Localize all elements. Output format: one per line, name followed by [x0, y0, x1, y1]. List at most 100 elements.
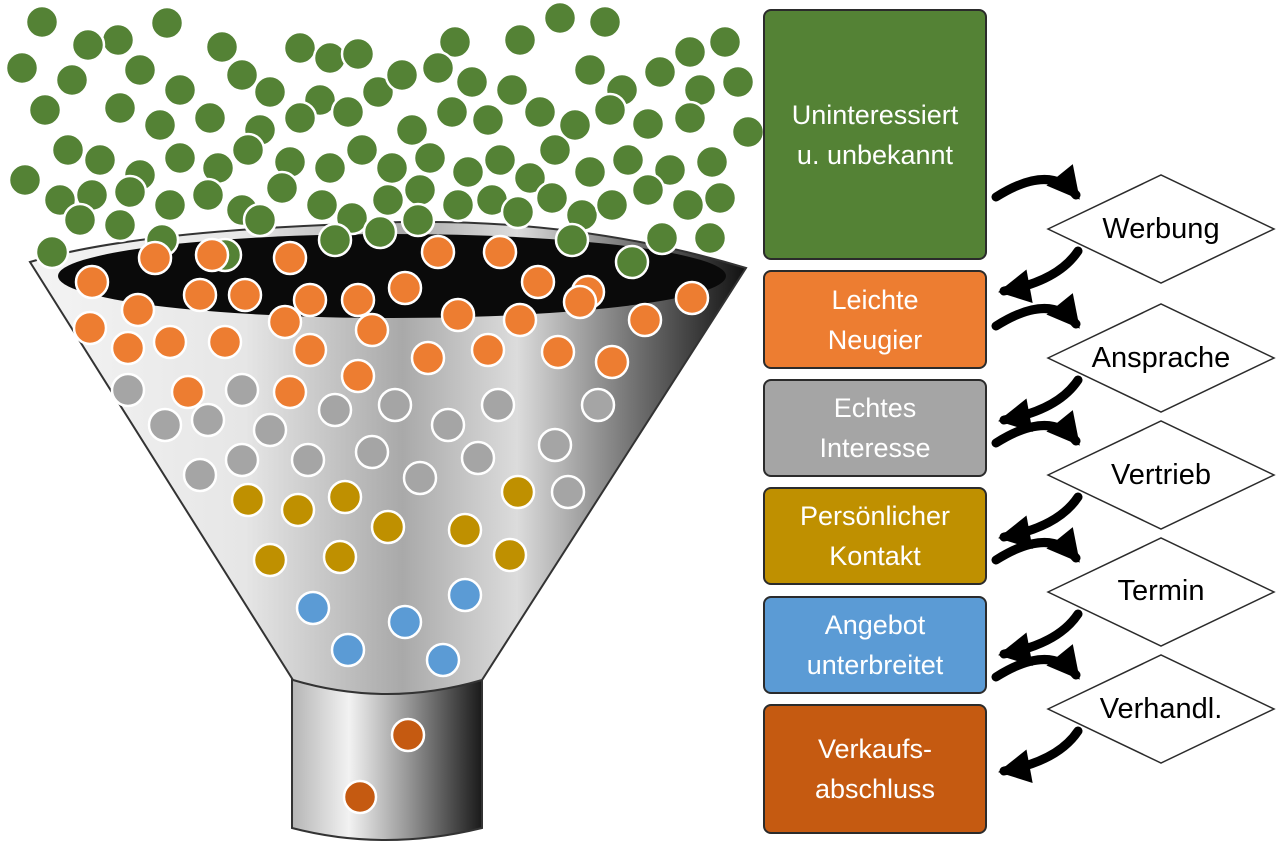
lead-dot-green — [610, 142, 646, 178]
lead-dot-orange — [482, 234, 518, 270]
step-diamond-3 — [1046, 420, 1276, 530]
lead-dot-orange — [272, 240, 308, 276]
lead-dot-green — [542, 0, 578, 36]
lead-dot-orange — [292, 332, 328, 368]
lead-dot-orange — [74, 264, 110, 300]
lead-dot-orange — [387, 270, 423, 306]
lead-dot-orange — [420, 234, 456, 270]
funnel-spout — [291, 667, 483, 841]
lead-dot-gray — [182, 457, 218, 493]
lead-dot-green — [282, 30, 318, 66]
lead-dot-green — [362, 214, 398, 250]
lead-dot-green — [692, 220, 728, 256]
stage-label-uninteressiert: Uninteressiert u. unbekannt — [791, 99, 959, 170]
lead-dot-green — [702, 180, 738, 216]
lead-dot-green — [102, 207, 138, 243]
lead-dot-green — [82, 142, 118, 178]
lead-dot-green — [440, 187, 476, 223]
lead-dot-blue — [330, 632, 366, 668]
lead-dot-gold — [500, 474, 536, 510]
lead-dot-green — [642, 54, 678, 90]
arrow-out-1 — [991, 164, 1081, 202]
lead-dot-orange — [502, 302, 538, 338]
lead-dot-green — [7, 162, 43, 198]
lead-dot-green — [450, 154, 486, 190]
lead-dot-green — [24, 4, 60, 40]
arrow-in-3 — [998, 492, 1083, 549]
lead-dot-green — [512, 160, 548, 196]
arrow-in-4 — [998, 609, 1083, 666]
stage-label-verkaufsabschluss: Verkaufs- abschluss — [814, 734, 936, 804]
lead-dot-green — [142, 107, 178, 143]
lead-dot-green — [644, 220, 680, 256]
lead-dot-orange — [410, 340, 446, 376]
lead-dot-gold — [230, 482, 266, 518]
lead-dot-gold — [492, 537, 528, 573]
arrow-out-2 — [991, 293, 1081, 331]
lead-dot-orange — [627, 302, 663, 338]
lead-dot-green — [394, 112, 430, 148]
lead-dot-blue — [387, 604, 423, 640]
step-label-werbung: Werbung — [1102, 213, 1220, 245]
lead-dot-darkorange — [342, 779, 378, 815]
lead-dot-gray — [580, 387, 616, 423]
lead-dot-blue — [425, 642, 461, 678]
lead-dot-green — [694, 144, 730, 180]
lead-dot-orange — [540, 334, 576, 370]
lead-dot-green — [282, 100, 318, 136]
lead-dot-green — [312, 150, 348, 186]
lead-dot-green — [494, 72, 530, 108]
lead-dot-gray — [224, 442, 260, 478]
lead-dot-gray — [550, 474, 586, 510]
lead-dot-orange — [340, 358, 376, 394]
step-label-termin: Termin — [1117, 575, 1205, 607]
step-label-verhandl: Verhandl. — [1099, 693, 1223, 725]
stage-box-uninteressiert: Uninteressiert u. unbekannt — [763, 9, 987, 260]
lead-dot-green — [252, 74, 288, 110]
lead-dot-gold — [322, 539, 358, 575]
lead-dot-gray — [537, 427, 573, 463]
lead-dot-orange — [292, 282, 328, 318]
step-diamond-5 — [1046, 654, 1276, 764]
lead-dot-gray — [317, 392, 353, 428]
lead-dot-green — [554, 222, 590, 258]
lead-dot-green — [434, 94, 470, 130]
lead-dot-green — [224, 57, 260, 93]
lead-dot-green — [54, 62, 90, 98]
stage-label-echtes-interesse: Echtes Interesse — [819, 393, 931, 463]
lead-dot-gray — [377, 387, 413, 423]
stage-label-angebot-unterbreitet: Angebot unterbreitet — [806, 610, 944, 680]
lead-dot-green — [652, 152, 688, 188]
lead-dot-green — [384, 57, 420, 93]
stage-box-echtes-interesse: Echtes Interesse — [763, 379, 987, 477]
lead-dot-orange — [674, 280, 710, 316]
lead-dot-blue — [447, 577, 483, 613]
lead-dot-orange — [152, 324, 188, 360]
lead-dot-green — [522, 94, 558, 130]
lead-dots — [4, 0, 766, 815]
lead-dot-orange — [520, 264, 556, 300]
lead-dot-green — [572, 154, 608, 190]
lead-dot-green — [190, 177, 226, 213]
lead-dot-green — [672, 34, 708, 70]
lead-dot-green — [630, 106, 666, 142]
lead-dot-gray — [480, 387, 516, 423]
lead-dot-orange — [207, 324, 243, 360]
lead-dot-blue — [295, 590, 331, 626]
lead-dot-green — [630, 172, 666, 208]
lead-dot-gray — [354, 434, 390, 470]
lead-dot-green — [557, 107, 593, 143]
lead-dot-green — [587, 4, 623, 40]
lead-dot-green — [707, 24, 743, 60]
lead-dot-gray — [252, 412, 288, 448]
arrow-out-5 — [991, 644, 1081, 682]
lead-dot-green — [344, 132, 380, 168]
lead-dot-green — [572, 52, 608, 88]
lead-dot-gold — [252, 542, 288, 578]
lead-dot-orange — [340, 282, 376, 318]
lead-dot-green — [230, 132, 266, 168]
step-label-vertrieb: Vertrieb — [1111, 459, 1211, 491]
lead-dot-orange — [440, 297, 476, 333]
lead-dot-green — [192, 100, 228, 136]
lead-dot-green — [27, 92, 63, 128]
